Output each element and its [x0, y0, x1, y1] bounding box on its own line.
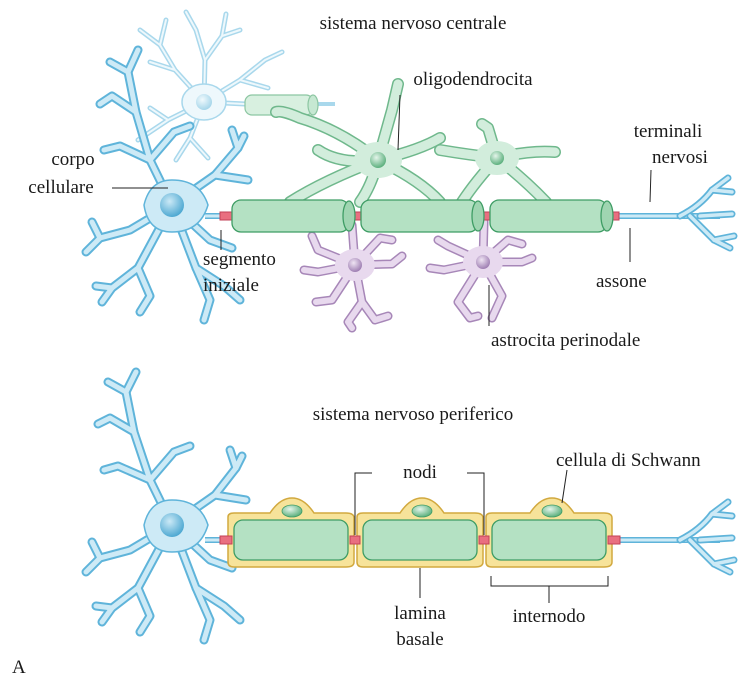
oligodendrocyte-label: oligodendrocita [413, 69, 533, 90]
internode-label: internodo [513, 606, 586, 627]
pns-title: sistema nervoso periferico [313, 404, 513, 425]
panel-letter: A [12, 657, 26, 678]
oligodendrocyte-right [440, 124, 555, 202]
astrocyte-right [430, 222, 532, 318]
axon-label: assone [596, 271, 647, 292]
cell-body-label-line1: corpo [51, 149, 94, 170]
schwann-cell-label: cellula di Schwann [556, 450, 701, 471]
nodes-label: nodi [403, 462, 437, 483]
nerve-terminals-label-line2: nervosi [652, 147, 708, 168]
initial-segment-label-line1: segmento [203, 249, 276, 270]
astrocyte-left [304, 225, 402, 328]
internode-bracket [491, 576, 608, 603]
basal-lamina-label-line2: basale [396, 629, 443, 650]
basal-lamina-label-line1: lamina [394, 603, 446, 624]
nerve-terminals-label-line1: terminali [634, 121, 703, 142]
perinodal-astrocyte-label: astrocita perinodale [491, 330, 640, 351]
initial-segment-label-line2: iniziale [203, 275, 259, 296]
cell-body-label-line2: cellulare [28, 177, 93, 198]
cns-title: sistema nervoso centrale [320, 13, 507, 34]
